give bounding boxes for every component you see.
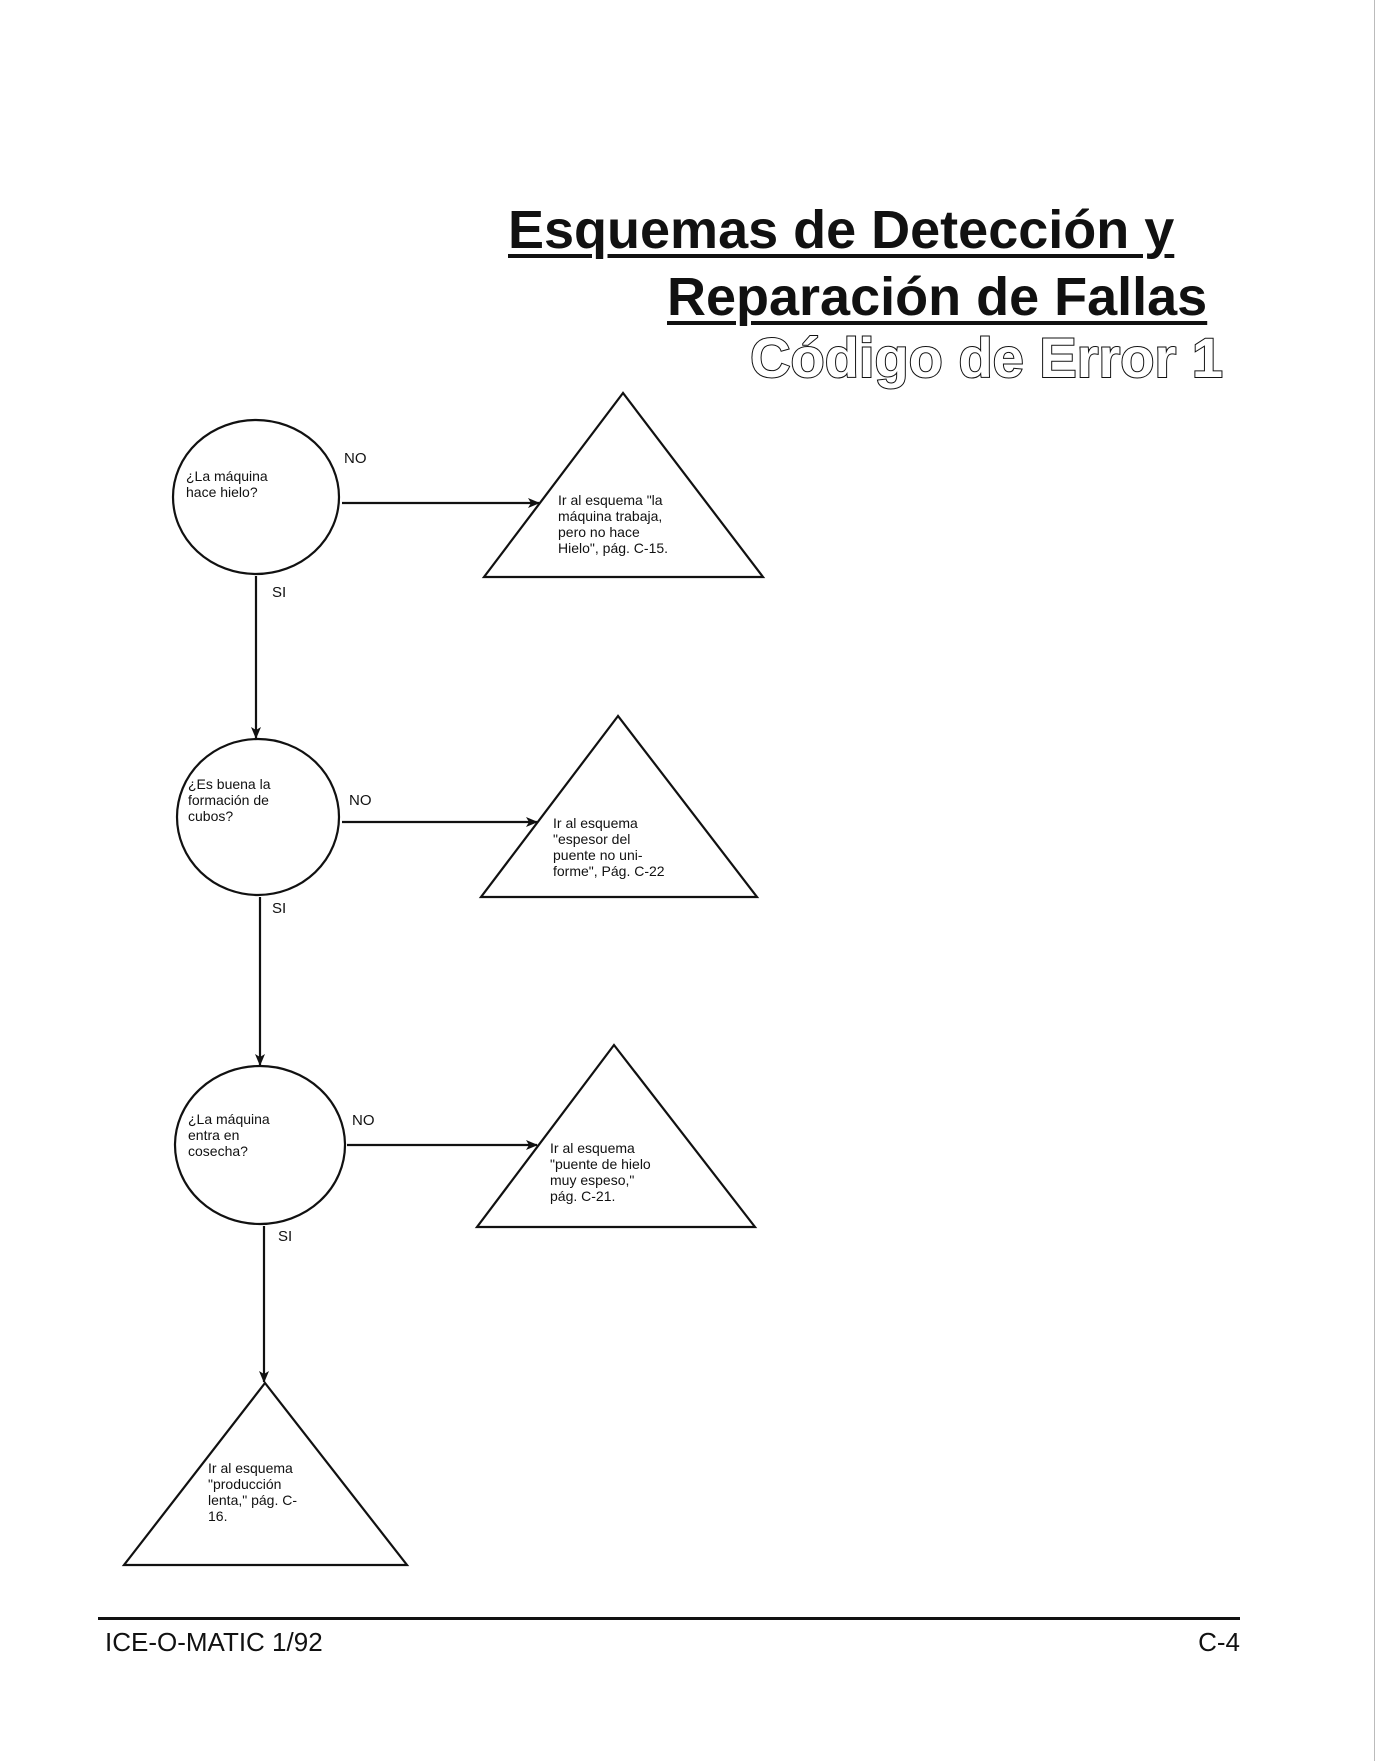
edge-label-q3-a4: SI xyxy=(278,1228,293,1245)
decision-circle-q2 xyxy=(175,737,341,897)
terminal-triangle-a1 xyxy=(481,391,766,579)
edge-label-q1-a1: NO xyxy=(344,450,367,467)
edge-label-q2-q3: SI xyxy=(272,900,287,917)
terminal-triangle-a3 xyxy=(474,1043,758,1229)
page-title-line-2: Reparación de Fallas xyxy=(667,267,1208,327)
edge-label-q2-a2: NO xyxy=(349,792,372,809)
footer-page-number: C-4 xyxy=(1198,1627,1240,1657)
page-title-line-1: Esquemas de Detección y xyxy=(508,200,1175,260)
terminal-text-a1: Ir al esquema "la máquina trabaja, pero … xyxy=(558,492,669,556)
terminal-triangle-a2 xyxy=(478,714,760,899)
terminal-text-a2: Ir al esquema "espesor del puente no uni… xyxy=(553,815,665,879)
decision-circle-q1 xyxy=(171,418,341,576)
footer-publisher: ICE-O-MATIC 1/92 xyxy=(105,1627,323,1657)
decision-text-q3: ¿La máquina entra en cosecha? xyxy=(188,1111,270,1159)
edge-label-q1-q2: SI xyxy=(272,584,287,601)
terminal-text-a4: Ir al esquema "producción lenta," pág. C… xyxy=(208,1460,298,1524)
terminal-text-a3: Ir al esquema "puente de hielo muy espes… xyxy=(550,1140,651,1204)
decision-text-q2: ¿Es buena la formación de cubos? xyxy=(188,776,271,824)
page-subtitle: Código de Error 1 xyxy=(749,326,1224,389)
page-edge-divider xyxy=(1374,0,1375,1761)
decision-circle-q3 xyxy=(173,1064,347,1226)
edge-label-q3-a3: NO xyxy=(352,1112,375,1129)
decision-text-q1: ¿La máquina hace hielo? xyxy=(186,468,268,500)
footer-divider xyxy=(98,1617,1240,1620)
terminal-triangle-a4 xyxy=(121,1381,410,1567)
